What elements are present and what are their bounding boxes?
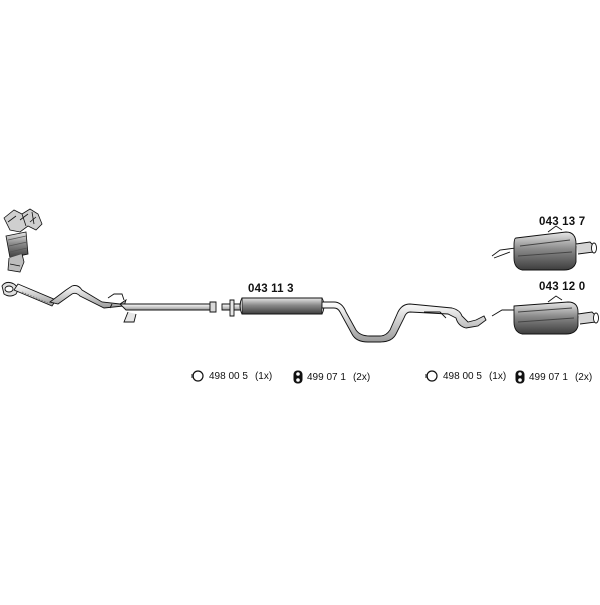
rubber-hanger-icon — [293, 370, 303, 384]
rubber-hanger-icon — [515, 370, 525, 384]
accessory-number: 498 00 5 — [443, 370, 482, 382]
part-number-rear-silencer-a: 043 13 7 — [539, 216, 586, 228]
accessory-clamp-left: 498 00 5 (1x) — [190, 369, 272, 383]
catalytic-converter[interactable] — [5, 231, 29, 273]
rear-silencer-b[interactable] — [491, 295, 599, 335]
accessory-qty: (2x) — [574, 371, 593, 383]
clamp-ring-icon — [191, 370, 204, 382]
part-number-rear-silencer-b: 043 12 0 — [539, 281, 586, 293]
accessory-number: 499 07 1 — [307, 371, 346, 383]
accessory-hanger-left: 499 07 1 (2x) — [292, 369, 370, 385]
accessory-number: 498 00 5 — [209, 370, 248, 382]
front-pipe[interactable] — [1, 281, 217, 323]
clamp-ring-icon — [425, 370, 438, 382]
rear-silencer-a[interactable] — [491, 225, 597, 271]
accessory-qty: (1x) — [488, 370, 507, 382]
accessory-hanger-right: 499 07 1 (2x) — [514, 369, 592, 385]
middle-silencer[interactable] — [221, 297, 325, 317]
rear-pipe[interactable] — [321, 301, 487, 343]
exhaust-manifold[interactable] — [3, 208, 43, 233]
accessory-number: 499 07 1 — [529, 371, 568, 383]
accessory-qty: (1x) — [254, 370, 273, 382]
accessory-clamp-right: 498 00 5 (1x) — [424, 369, 506, 383]
part-number-middle-silencer: 043 11 3 — [248, 283, 294, 295]
accessory-qty: (2x) — [352, 371, 371, 383]
